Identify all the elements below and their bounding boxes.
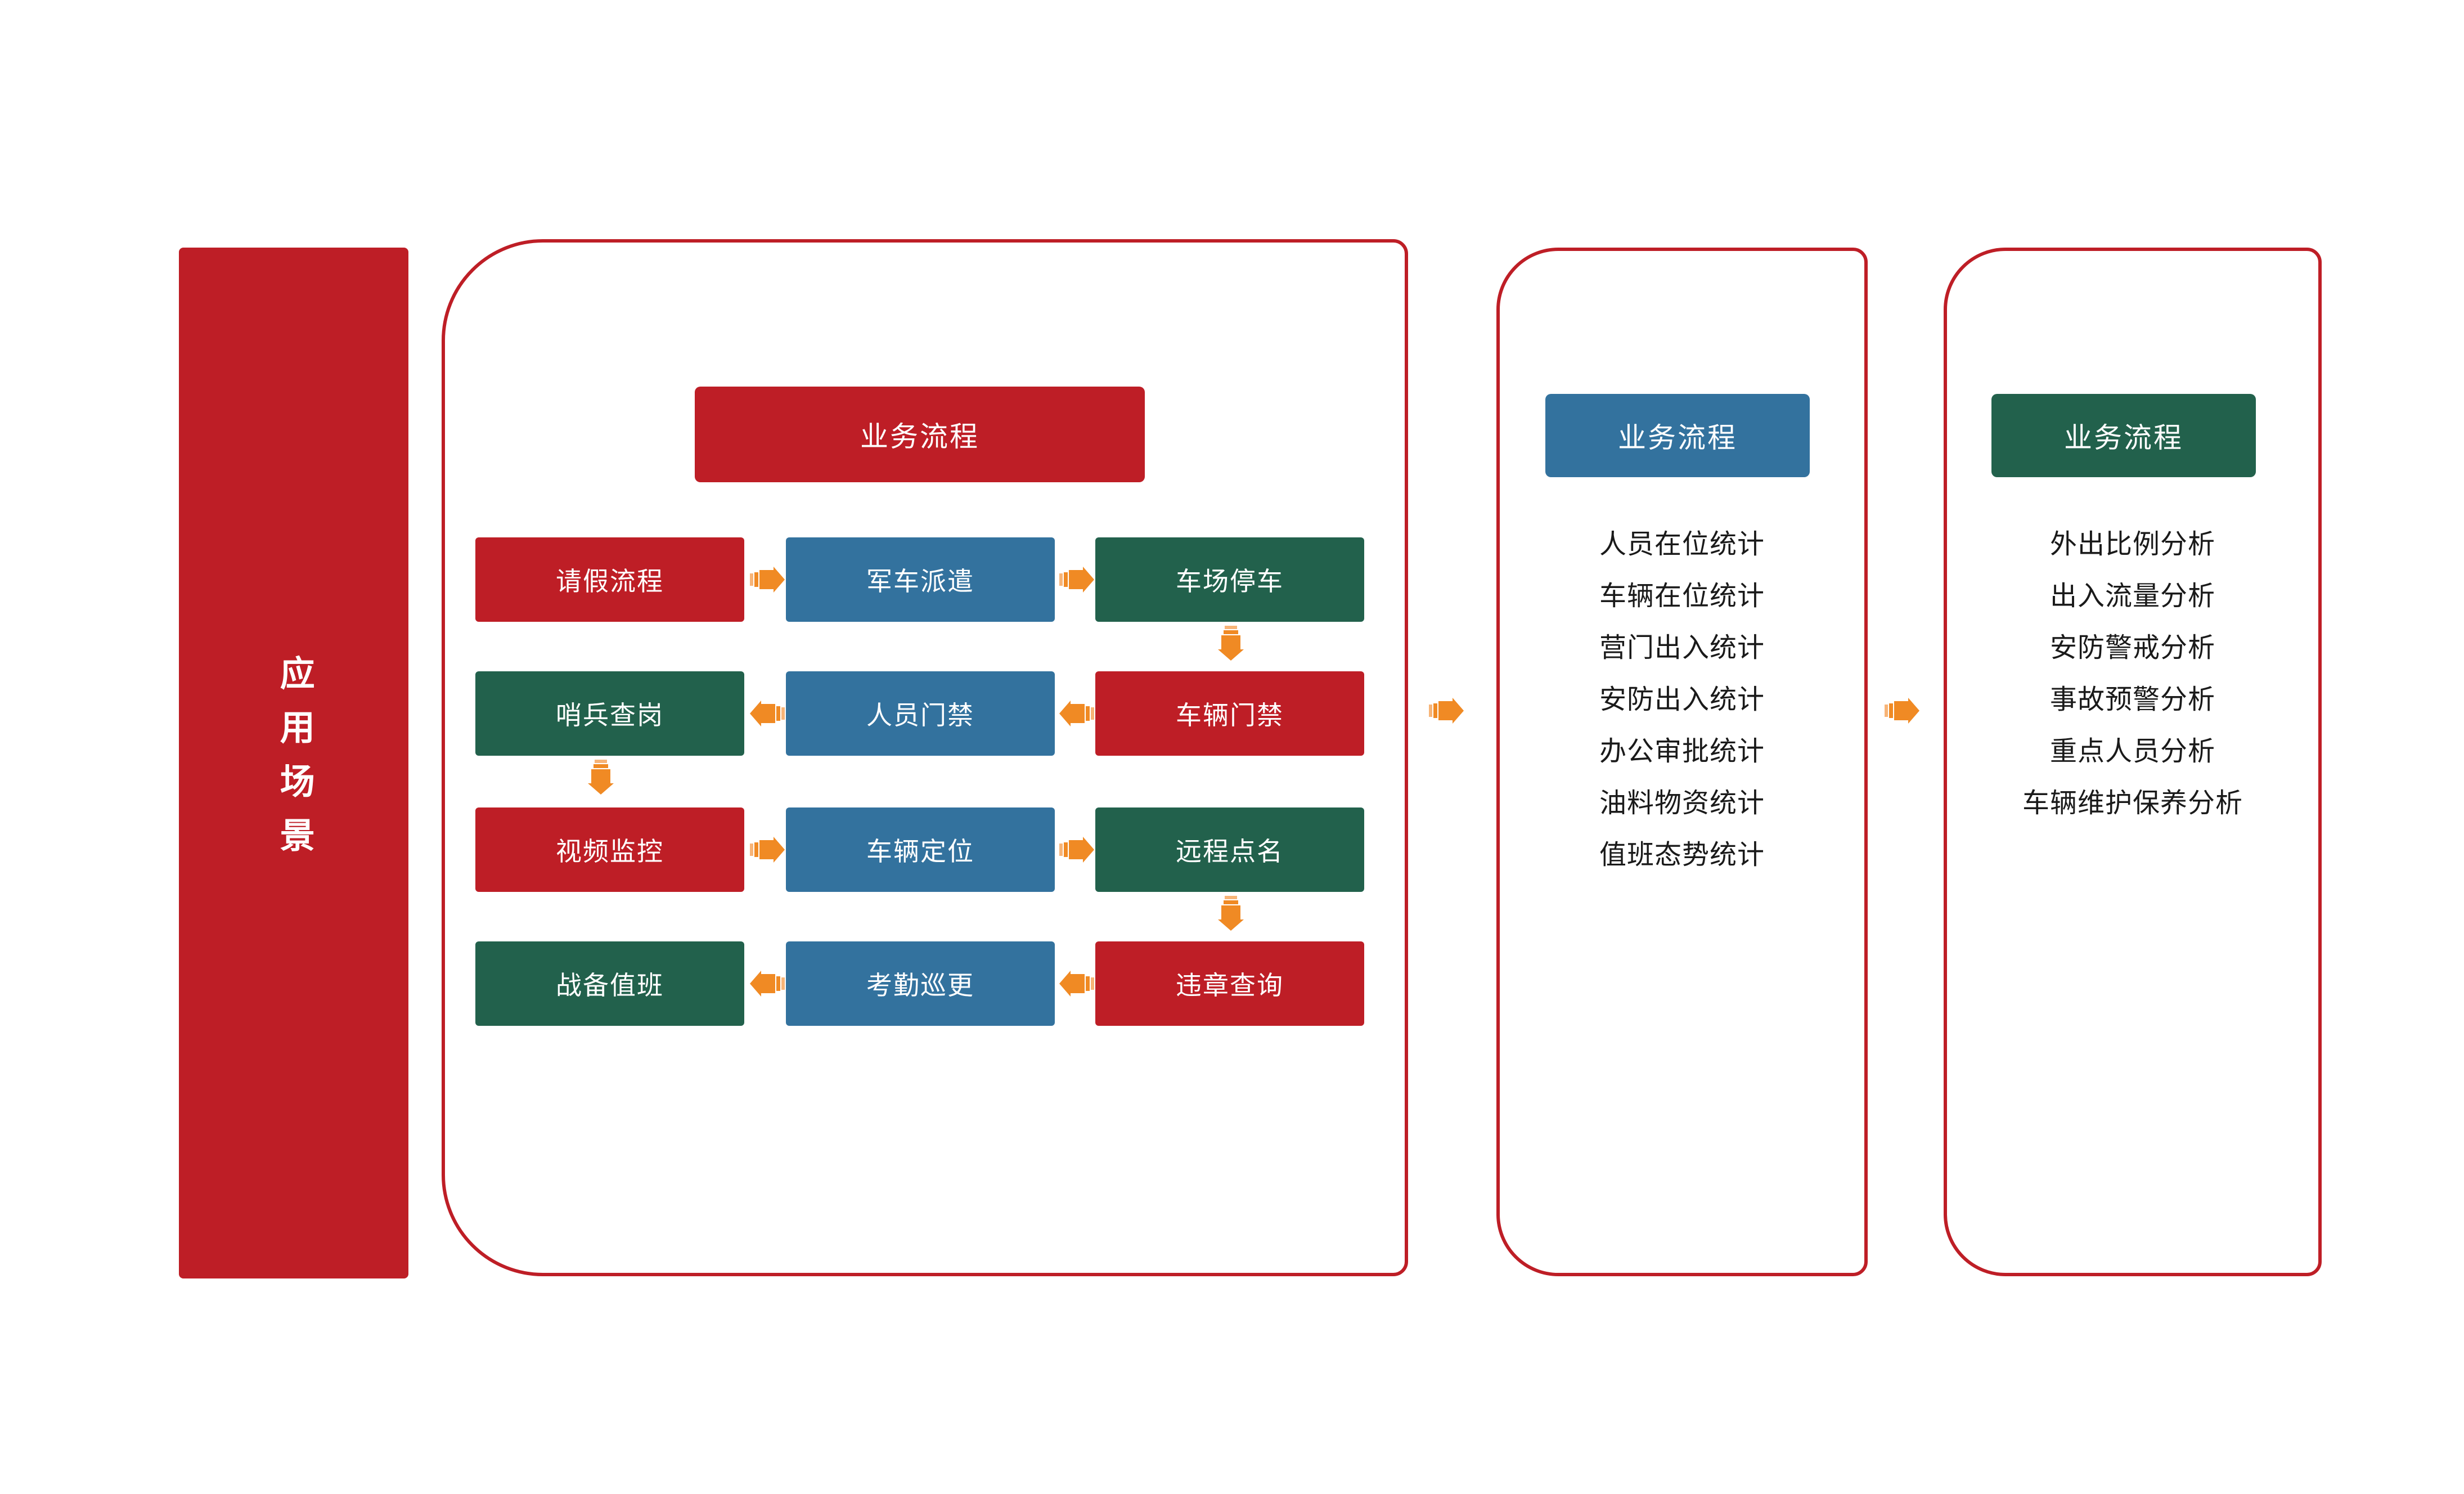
- list-item[interactable]: 安防警戒分析: [2049, 633, 2215, 663]
- list-item[interactable]: 车辆维护保养分析: [2022, 788, 2243, 818]
- flow-box-leave-process[interactable]: 请假流程: [475, 537, 744, 622]
- arrow-right-icon: [1059, 567, 1094, 593]
- process-flow-grid: 请假流程 军车派遣 车场停车: [475, 537, 1364, 1026]
- flow-box-label: 哨兵查岗: [556, 701, 664, 730]
- list-item[interactable]: 外出比例分析: [2049, 530, 2215, 559]
- list-item[interactable]: 安防出入统计: [1599, 685, 1765, 715]
- flow-box-label: 车辆门禁: [1176, 701, 1284, 730]
- list-item[interactable]: 事故预警分析: [2049, 685, 2215, 715]
- arrow-right-icon: [750, 837, 785, 863]
- list-item[interactable]: 重点人员分析: [2049, 737, 2215, 766]
- arrow-left-icon: [750, 971, 785, 997]
- flow-box-label: 车辆定位: [866, 837, 974, 866]
- list-item[interactable]: 出入流量分析: [2049, 581, 2215, 611]
- flow-box-label: 考勤巡更: [866, 971, 974, 1000]
- list-item[interactable]: 值班态势统计: [1599, 840, 1765, 870]
- flow-box-military-vehicle-dispatch[interactable]: 军车派遣: [786, 537, 1055, 622]
- arrow-right-icon: [1059, 837, 1094, 863]
- list-item[interactable]: 油料物资统计: [1599, 788, 1765, 818]
- list-item[interactable]: 车辆在位统计: [1599, 581, 1765, 611]
- flow-box-combat-readiness-duty[interactable]: 战备值班: [475, 941, 744, 1026]
- flow-box-label: 请假流程: [556, 567, 664, 596]
- arrow-down-icon: [1218, 626, 1244, 661]
- flow-box-video-surveillance[interactable]: 视频监控: [475, 807, 744, 892]
- arrow-down-icon: [1218, 896, 1244, 931]
- arrow-right-icon: [1429, 698, 1464, 724]
- analysis-list: 外出比例分析 出入流量分析 安防警戒分析 事故预警分析 重点人员分析 车辆维护保…: [1944, 523, 2322, 834]
- main-panel-header: 业务流程: [695, 387, 1145, 482]
- list-item[interactable]: 营门出入统计: [1599, 633, 1765, 663]
- flow-box-label: 车场停车: [1176, 567, 1284, 596]
- flow-row: 哨兵查岗 人员门禁 车辆门禁: [475, 671, 1364, 756]
- arrow-left-icon: [750, 701, 785, 726]
- flow-row: 请假流程 军车派遣 车场停车: [475, 537, 1364, 622]
- flow-box-label: 远程点名: [1176, 837, 1284, 866]
- flow-box-vehicle-access-control[interactable]: 车辆门禁: [1095, 671, 1364, 756]
- flow-box-label: 战备值班: [556, 971, 664, 1000]
- analysis-panel-header-label: 业务流程: [2064, 422, 2183, 454]
- flow-box-label: 人员门禁: [866, 701, 974, 730]
- arrow-left-icon: [1059, 971, 1094, 997]
- flow-box-vehicle-positioning[interactable]: 车辆定位: [786, 807, 1055, 892]
- stats-panel-header-label: 业务流程: [1618, 422, 1737, 454]
- stats-panel-header: 业务流程: [1545, 394, 1810, 477]
- arrow-right-icon: [750, 567, 785, 593]
- flow-box-attendance-patrol[interactable]: 考勤巡更: [786, 941, 1055, 1026]
- flow-box-label: 违章查询: [1176, 971, 1284, 1000]
- main-panel-header-label: 业务流程: [860, 421, 979, 452]
- arrow-down-icon: [588, 760, 614, 795]
- flow-row: 视频监控 车辆定位 远程点名: [475, 807, 1364, 892]
- arrow-left-icon: [1059, 701, 1094, 726]
- application-scenario-bar: 应用场景: [179, 248, 408, 1278]
- flow-row: 战备值班 考勤巡更 违章查询: [475, 941, 1364, 1026]
- flow-box-label: 视频监控: [556, 837, 664, 866]
- flow-box-remote-roll-call[interactable]: 远程点名: [1095, 807, 1364, 892]
- flow-box-personnel-access-control[interactable]: 人员门禁: [786, 671, 1055, 756]
- statistics-list: 人员在位统计 车辆在位统计 营门出入统计 安防出入统计 办公审批统计 油料物资统…: [1496, 523, 1868, 886]
- flow-box-violation-inquiry[interactable]: 违章查询: [1095, 941, 1364, 1026]
- flow-box-parking-lot[interactable]: 车场停车: [1095, 537, 1364, 622]
- list-item[interactable]: 人员在位统计: [1599, 530, 1765, 559]
- list-item[interactable]: 办公审批统计: [1599, 737, 1765, 766]
- arrow-right-icon: [1885, 698, 1919, 724]
- analysis-panel-header: 业务流程: [1991, 394, 2256, 477]
- flow-box-sentry-check[interactable]: 哨兵查岗: [475, 671, 744, 756]
- application-scenario-label: 应用场景: [274, 655, 313, 871]
- flow-box-label: 军车派遣: [866, 567, 974, 596]
